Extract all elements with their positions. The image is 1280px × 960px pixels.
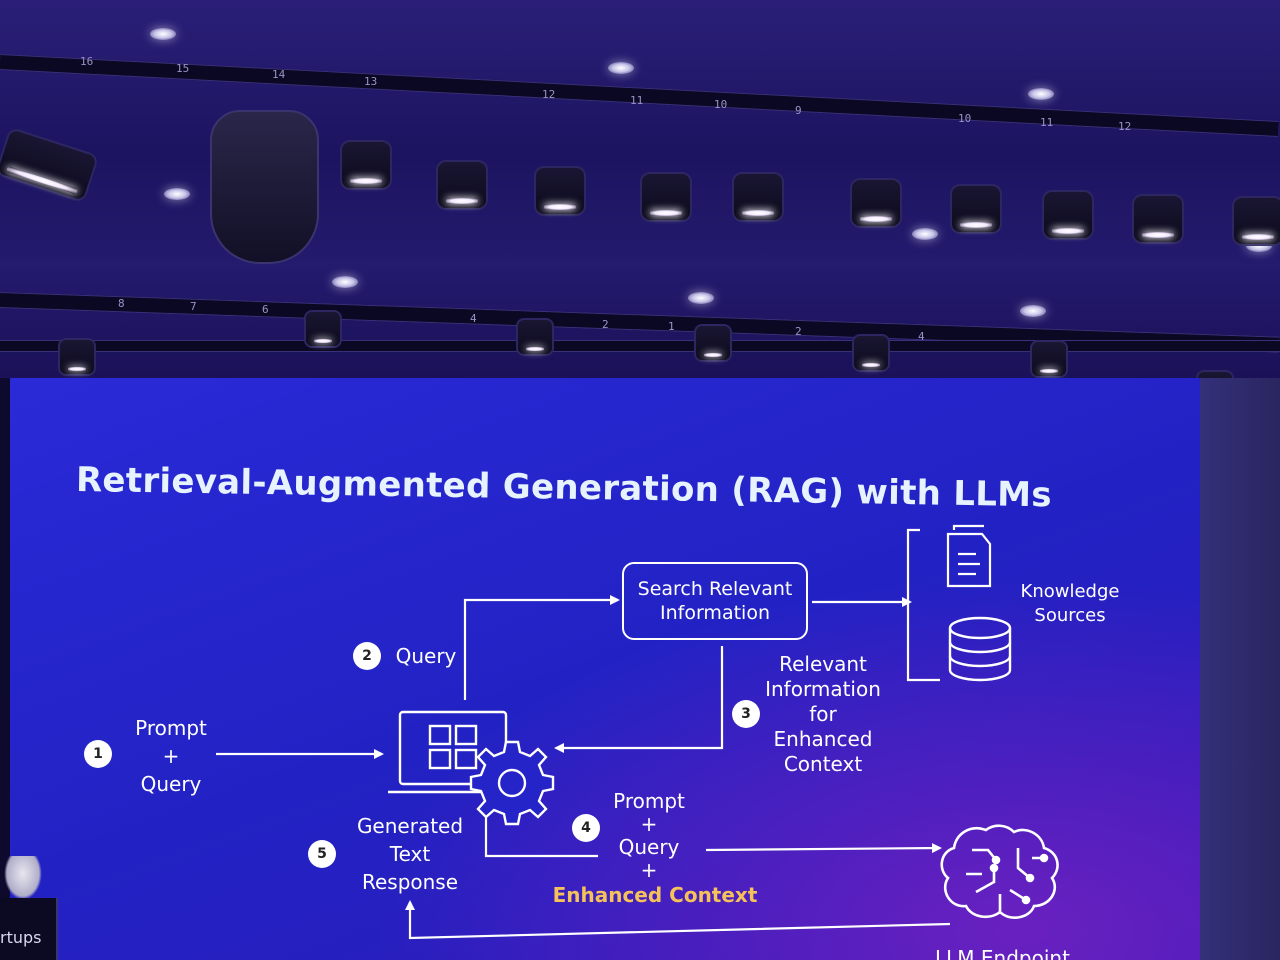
stage-spotlight [436, 160, 488, 210]
step-badge-4: 4 [572, 814, 600, 842]
ceiling-downlight [608, 62, 634, 74]
database-icon [948, 616, 1012, 682]
step-label-generated-response: Generated Text Response [356, 814, 464, 894]
ceiling-downlight [1020, 305, 1046, 317]
stage-spotlight [340, 140, 392, 190]
truss-number: 4 [470, 312, 477, 325]
line-app-to-prompt [484, 804, 598, 858]
truss-number: 9 [795, 104, 802, 117]
ceiling-downlight [1028, 88, 1054, 100]
llm-endpoint-label: LLM Endpoint [935, 946, 1095, 960]
mascot-figure [4, 856, 42, 900]
stage-spotlight [640, 172, 692, 222]
ceiling-downlight [688, 292, 714, 304]
arrow-llm-to-response [405, 900, 951, 940]
stage-spotlight [1132, 194, 1184, 244]
truss-number: 14 [272, 68, 286, 81]
ceiling-downlight [332, 276, 358, 288]
stage-spotlight [950, 184, 1002, 234]
side-wall [1200, 378, 1280, 960]
arrow-prompt-to-llm [705, 843, 942, 854]
arrow-query-to-search [463, 595, 620, 700]
truss-number: 12 [1118, 120, 1132, 133]
truss-screen-top [0, 340, 1280, 352]
knowledge-bracket [906, 528, 940, 682]
step-badge-1: 1 [84, 740, 112, 768]
ceiling-downlight [164, 188, 190, 200]
rag-diagram [216, 524, 1059, 940]
llm-endpoint-text: LLM Endpoint [935, 946, 1070, 960]
truss-number: 2 [602, 318, 609, 331]
truss-number: 13 [364, 75, 378, 88]
step-label-prompt-query-context: Prompt + Query + [613, 789, 685, 882]
truss-number: 12 [542, 88, 556, 101]
side-banner: rtups [0, 898, 58, 960]
projection-screen: Retrieval-Augmented Generation (RAG) wit… [10, 378, 1200, 960]
knowledge-sources-label: Knowledge Sources [1020, 581, 1120, 626]
truss-number: 11 [1040, 116, 1054, 129]
stage-spotlight [1232, 196, 1280, 246]
truss-number: 6 [262, 303, 269, 316]
stage-spotlight-small [694, 324, 732, 362]
truss-number: 16 [80, 55, 94, 68]
search-relevant-information-box: Search Relevant Information [622, 562, 808, 640]
banner-text: rtups [0, 928, 42, 947]
truss-number: 10 [714, 98, 728, 111]
truss-number: 15 [176, 62, 190, 75]
brain-circuit-icon [940, 824, 1059, 919]
truss-number: 2 [795, 325, 802, 338]
ceiling-downlight [150, 28, 176, 40]
stage-spotlight-small [852, 334, 890, 372]
step-label-query: Query [395, 644, 457, 668]
truss-number: 10 [958, 112, 972, 125]
stage-spotlight [732, 172, 784, 222]
stage-spotlight [1042, 190, 1094, 240]
truss-number: 7 [190, 300, 197, 313]
ceiling: 16 15 14 13 12 11 10 9 10 11 12 8 7 6 4 … [0, 0, 1280, 408]
stage-spotlight [534, 166, 586, 216]
gear-icon [469, 740, 555, 826]
truss-number: 8 [118, 297, 125, 310]
truss-number: 11 [630, 94, 644, 107]
truss-number: 4 [918, 330, 925, 343]
stage-spotlight-small [58, 338, 96, 376]
moving-head-light [210, 110, 319, 264]
ceiling-downlight [912, 228, 938, 240]
stage-spotlight-small [516, 318, 554, 356]
step-label-prompt-query: Prompt + Query [135, 716, 207, 796]
step-label-relevant-information: Relevant Information for Enhanced Contex… [765, 652, 881, 776]
stage-spotlight [850, 178, 902, 228]
document-icon [946, 524, 992, 588]
stage-spotlight-small [1030, 340, 1068, 378]
truss-number: 1 [668, 320, 675, 333]
step-badge-5: 5 [308, 840, 336, 868]
arrow-relevant-to-app [554, 646, 724, 753]
stage-spotlight [0, 126, 100, 204]
step-badge-2: 2 [353, 642, 381, 670]
step-badge-3: 3 [732, 700, 760, 728]
stage-spotlight-small [304, 310, 342, 348]
enhanced-context-label: Enhanced Context [552, 883, 758, 907]
